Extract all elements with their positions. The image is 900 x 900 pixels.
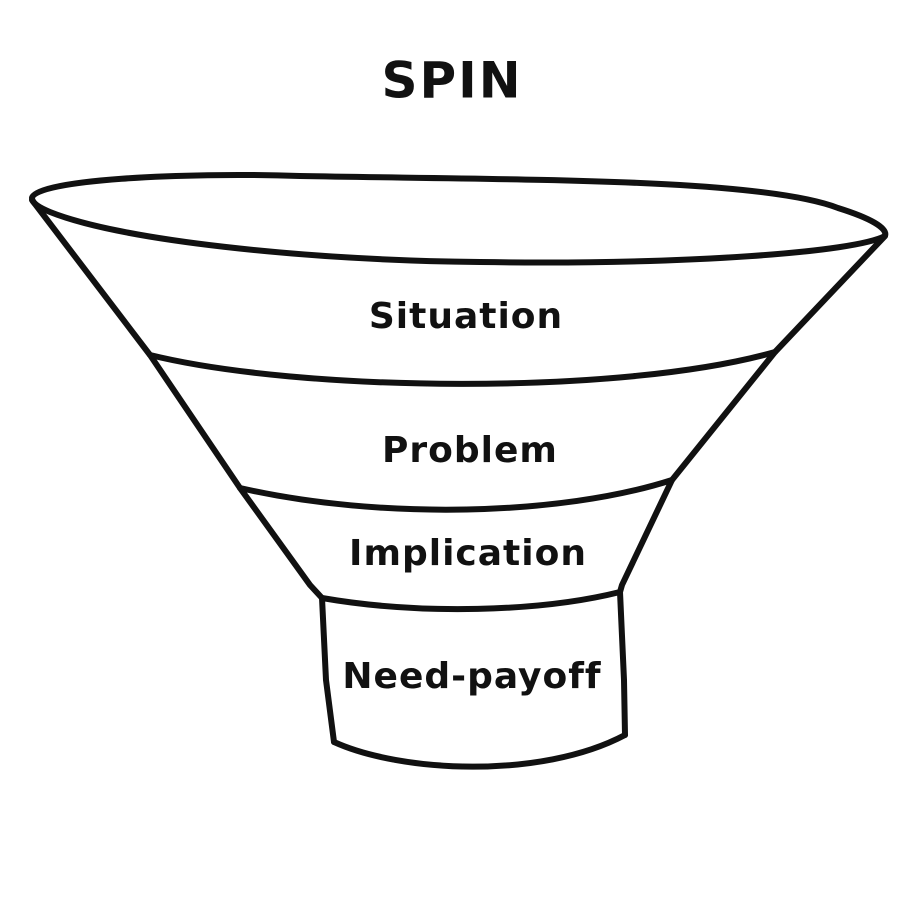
spout-left-wall [319,595,337,745]
stage-label-need-payoff: Need-payoff [342,656,601,697]
stage-label-problem: Problem [382,430,558,471]
funnel-outline [29,171,889,770]
stage-label-implication: Implication [349,533,587,574]
spout-bottom [331,732,628,770]
funnel-left-wall [29,197,325,601]
diagram-title: SPIN [381,52,522,110]
divider-problem-implication [237,477,675,513]
stage-label-situation: Situation [369,296,563,337]
funnel-rim [29,171,889,266]
divider-implication-needpayoff [319,589,623,613]
spout-right-wall [617,589,628,738]
funnel-right-wall [617,233,888,595]
divider-situation-problem [147,349,778,387]
